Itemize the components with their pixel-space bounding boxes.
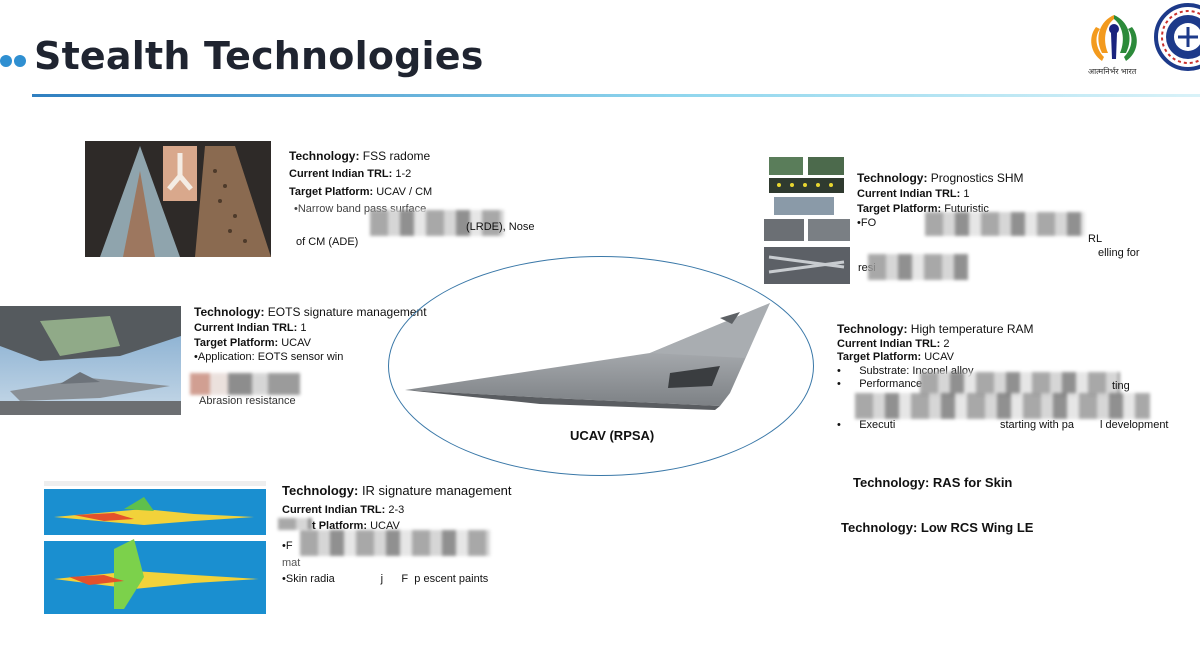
shm-tech-line: Technology: Prognostics SHM — [857, 171, 1024, 185]
redacted-block — [868, 254, 968, 280]
redacted-block — [855, 393, 1150, 419]
fss-detail-line: of CM (ADE) — [296, 236, 359, 248]
ade-drdo-seal-logo — [1154, 3, 1200, 71]
ram-detail-line: • Performance — [837, 378, 923, 390]
shm-detail-line: •FO — [857, 217, 877, 229]
shm-detail-line: elling for — [1098, 247, 1140, 259]
ucav-label: UCAV (RPSA) — [570, 428, 655, 443]
redacted-block — [370, 210, 504, 236]
eots-platform-line: Target Platform: UCAV — [194, 337, 311, 349]
ucav-ellipse-frame — [388, 256, 814, 476]
title-bullet-dot — [14, 55, 26, 67]
eots-detail-line: •Application: EOTS sensor win — [194, 351, 344, 363]
ram-trl-line: Current Indian TRL: 2 — [837, 338, 950, 350]
ram-detail-line: l development — [1100, 419, 1169, 431]
redacted-block — [278, 518, 312, 530]
ir-detail-line: •Skin radia j F p escent paints — [282, 573, 489, 585]
ram-detail-line: ting — [1112, 380, 1130, 392]
ram-detail-line: • Executi — [837, 419, 896, 431]
fss-platform-line: Target Platform: UCAV / CM — [289, 186, 433, 198]
title-bullet-dot — [0, 55, 12, 67]
ir-detail-line: •F — [282, 540, 293, 552]
fss-detail-line: (LRDE), Nose — [466, 221, 535, 233]
fss-radome-image — [85, 141, 271, 257]
ram-tech-line: Technology: High temperature RAM — [837, 322, 1034, 336]
eots-tech-line: Technology: EOTS signature management — [194, 305, 427, 319]
ir-trl-line: Current Indian TRL: 2-3 — [282, 504, 405, 516]
redacted-block — [190, 373, 300, 395]
eots-detail-line: Abrasion resistance — [199, 395, 296, 407]
shm-images-collage — [764, 157, 850, 284]
eots-aircraft-image — [0, 306, 181, 415]
ram-detail-line: starting with pa — [1000, 419, 1074, 431]
rcs-tech-line: Technology: Low RCS Wing LE — [841, 520, 1034, 535]
atmanirbhar-bharat-logo — [1091, 15, 1137, 61]
fss-trl-line: Current Indian TRL: 1-2 — [289, 168, 412, 180]
shm-trl-line: Current Indian TRL: 1 — [857, 188, 970, 200]
redacted-block — [300, 530, 490, 556]
fss-tech-line: Technology: FSS radome — [289, 149, 431, 163]
shm-detail-line: RL — [1088, 233, 1103, 245]
ras-tech-line: Technology: RAS for Skin — [853, 475, 1013, 490]
eots-trl-line: Current Indian TRL: 1 — [194, 322, 307, 334]
ram-platform-line: Target Platform: UCAV — [837, 351, 954, 363]
ir-tech-line: Technology: IR signature management — [282, 483, 512, 498]
page-title: Stealth Technologies — [34, 34, 484, 78]
redacted-block — [925, 212, 1085, 236]
redacted-block — [920, 372, 1120, 396]
ir-platform-line: t Platform: UCAV — [312, 520, 400, 532]
title-underline — [32, 94, 1200, 97]
ir-thermal-map-image — [44, 479, 266, 614]
logo-caption: आत्मनिर्भर भारत — [1088, 67, 1137, 76]
ir-detail-line: mat — [282, 557, 301, 569]
ucav-aircraft-image — [405, 303, 770, 410]
